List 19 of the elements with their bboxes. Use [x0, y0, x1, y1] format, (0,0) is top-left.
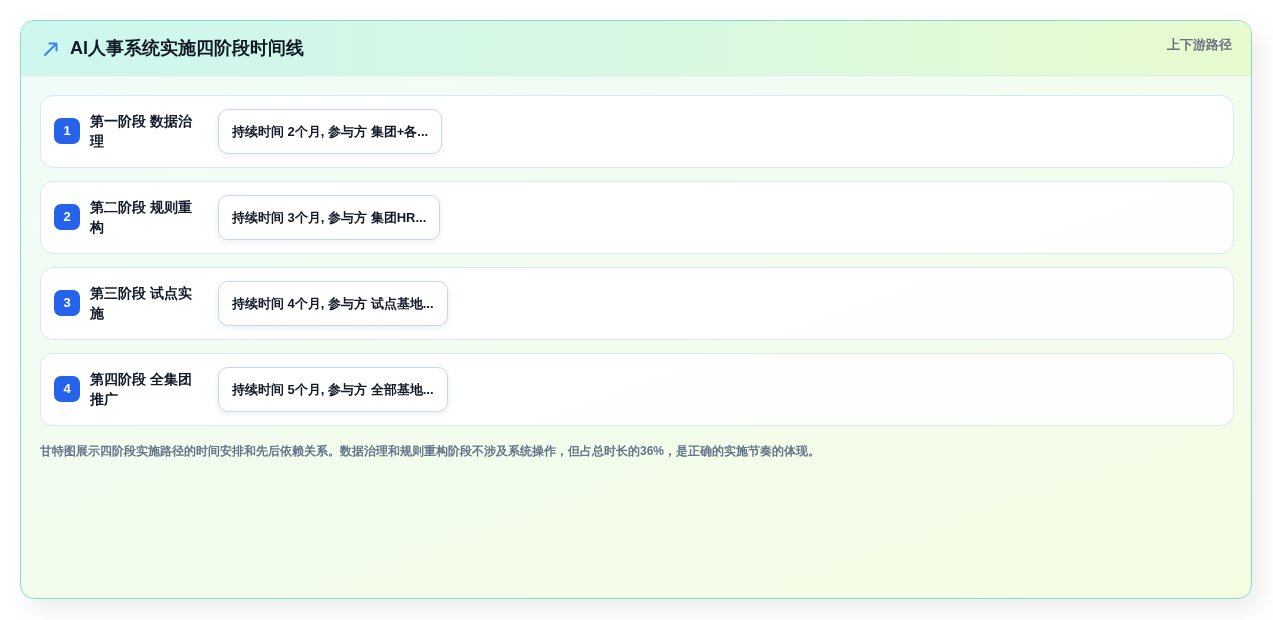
caption-text: 甘特图展示四阶段实施路径的时间安排和先后依赖关系。数据治理和规则重构阶段不涉及系统操作，但占总时长的36%，是正确的实施节奏的体现。	[40, 443, 821, 460]
phase-name: 第二阶段 规则重构	[90, 198, 193, 237]
chart-title: AI人事系统实施四阶段时间线	[70, 37, 304, 60]
step-number-badge: 1	[54, 118, 80, 144]
phase-name: 第三阶段 试点实施	[90, 284, 193, 323]
phase-name: 第一阶段 数据治理	[90, 112, 193, 151]
phase-row	[40, 353, 1234, 426]
phase-row	[40, 181, 1234, 254]
phase-name: 第四阶段 全集团推广	[90, 370, 193, 409]
step-number-badge: 3	[54, 290, 80, 316]
phase-row	[40, 267, 1234, 340]
duration-chip: 持续时间 4个月, 参与方 试点基地...	[218, 281, 448, 326]
phase-row	[40, 95, 1234, 168]
step-number-badge: 4	[54, 376, 80, 402]
step-number-badge: 2	[54, 204, 80, 230]
duration-chip: 持续时间 5个月, 参与方 全部基地...	[218, 367, 448, 412]
duration-chip: 持续时间 3个月, 参与方 集团HR...	[218, 195, 441, 240]
duration-chip: 持续时间 2个月, 参与方 集团+各...	[218, 109, 443, 154]
header-note: 上下游路径	[1167, 36, 1232, 54]
